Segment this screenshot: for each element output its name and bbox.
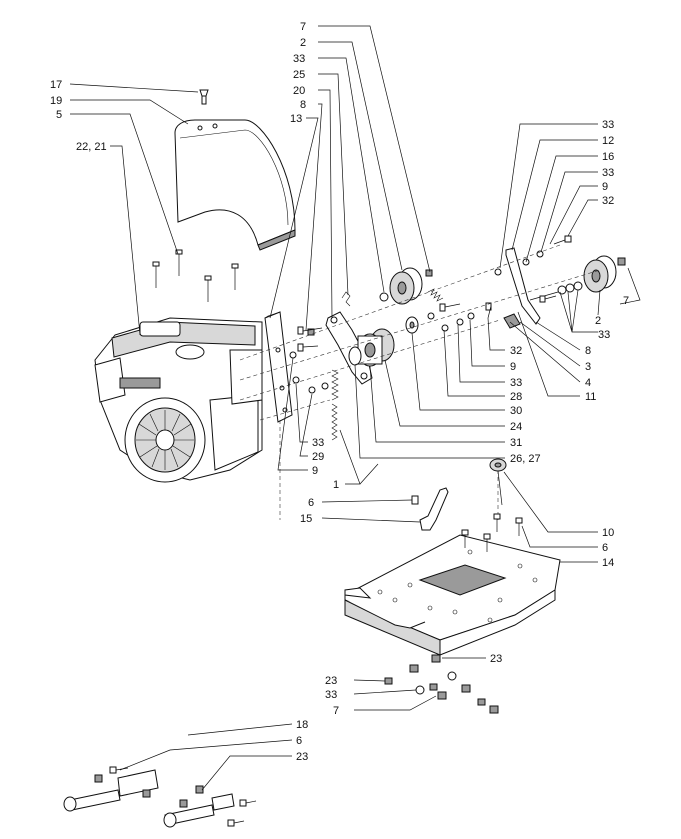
label-23-br: 23: [490, 653, 502, 665]
label-33-r2: 33: [602, 167, 614, 179]
label-9-r: 9: [602, 181, 608, 193]
label-20: 20: [293, 85, 305, 97]
label-2-top: 2: [300, 37, 306, 49]
label-33-r3: 33: [598, 329, 610, 341]
idler-pulley-icon: [405, 316, 419, 334]
label-3: 3: [585, 361, 591, 373]
engine-icon: [94, 317, 263, 483]
nut-icon: [307, 257, 626, 336]
label-1: 1: [333, 479, 339, 491]
label-7-r: 7: [623, 295, 629, 307]
label-10: 10: [602, 527, 614, 539]
label-33-r1: 33: [602, 119, 614, 131]
bracket-icon: [264, 311, 293, 423]
label-8-top: 8: [300, 99, 306, 111]
label-7-bl: 7: [333, 705, 339, 717]
bolt-icon: [152, 249, 239, 302]
label-14: 14: [602, 557, 614, 569]
spring-icon: [331, 288, 444, 401]
leader-lines: [69, 25, 641, 791]
label-31: 31: [510, 437, 522, 449]
label-19: 19: [50, 95, 62, 107]
base-plate-icon: [344, 513, 561, 656]
belt-guard-icon: [174, 119, 296, 251]
nut-icon: [384, 654, 499, 714]
label-4: 4: [585, 377, 591, 389]
label-33-top: 33: [293, 53, 305, 65]
label-7-top: 7: [300, 21, 306, 33]
label-11: 11: [585, 391, 596, 403]
label-33-l: 33: [312, 437, 324, 449]
label-5: 5: [56, 109, 62, 121]
rod-icon: [411, 487, 449, 531]
label-9-c: 9: [510, 361, 516, 373]
label-6-mid: 6: [308, 497, 314, 509]
label-25: 25: [293, 69, 305, 81]
label-12: 12: [602, 135, 614, 147]
clip-icon: [199, 89, 209, 105]
label-18: 18: [296, 719, 308, 731]
label-23-b: 23: [296, 751, 308, 763]
lever-icon: [503, 247, 566, 329]
label-26-27: 26, 27: [510, 453, 541, 465]
label-15: 15: [300, 513, 312, 525]
label-33-c: 33: [510, 377, 522, 389]
pulley-icon: [583, 255, 617, 293]
label-9-l: 9: [312, 465, 318, 477]
label-2-r: 2: [595, 315, 601, 327]
label-16: 16: [602, 151, 614, 163]
label-30: 30: [510, 405, 522, 417]
label-8-r: 8: [585, 345, 591, 357]
part-labels: 7 2 33 25 20 8 13 17 19 5 22, 21 33 12 1…: [50, 21, 629, 763]
label-29: 29: [312, 451, 324, 463]
pulley-icon: [389, 267, 423, 305]
label-17: 17: [50, 79, 62, 91]
label-22-21: 22, 21: [76, 141, 107, 153]
washer-icon: [289, 250, 583, 394]
nut-icon: [94, 774, 204, 808]
label-32-c: 32: [510, 345, 522, 357]
washer-icon: [415, 671, 457, 695]
label-23-l: 23: [325, 675, 337, 687]
label-33-bl: 33: [325, 689, 337, 701]
knob-icon: [489, 458, 507, 506]
bolt-icon: [297, 235, 572, 352]
handle-frame-icon: [44, 648, 235, 828]
label-13: 13: [290, 113, 302, 125]
spring-icon: [331, 403, 338, 441]
label-32-r: 32: [602, 195, 614, 207]
label-28: 28: [510, 391, 522, 403]
pulley-icon: [348, 328, 395, 367]
tension-lever-icon: [325, 311, 373, 385]
label-24: 24: [510, 421, 522, 433]
label-6-b: 6: [296, 735, 302, 747]
label-6-r: 6: [602, 542, 608, 554]
